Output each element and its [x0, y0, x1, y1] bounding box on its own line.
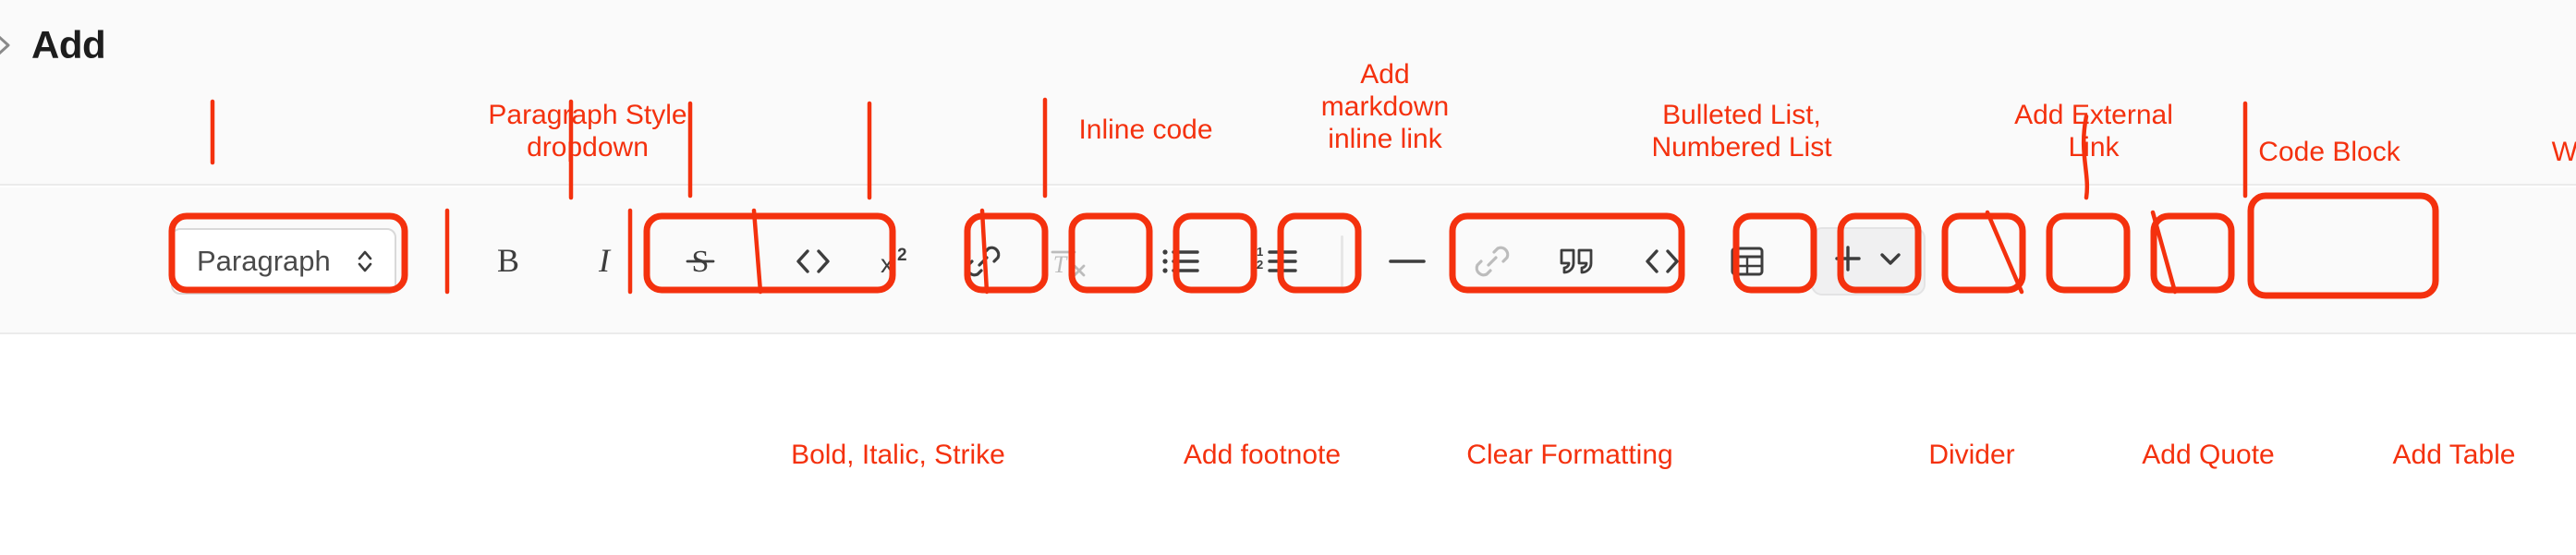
annotation-clear-formatting: Clear Formatting [1466, 440, 1673, 470]
page-title: Add [31, 23, 106, 66]
paragraph-style-select[interactable]: Paragraph [171, 227, 396, 295]
svg-text:2: 2 [1257, 258, 1263, 271]
svg-text:2: 2 [897, 246, 907, 265]
chevron-right-icon[interactable] [0, 31, 17, 59]
clear-formatting-button[interactable]: T [1036, 229, 1100, 294]
annotation-add-quote: Add Quote [2142, 440, 2275, 470]
breadcrumb: Add [0, 23, 106, 66]
widget-menu-button[interactable] [1811, 226, 1926, 296]
svg-text:x: x [881, 249, 893, 278]
chevron-down-icon [1877, 248, 1904, 273]
editor-toolbar: Paragraph B I [0, 187, 2576, 334]
svg-text:I: I [598, 243, 612, 279]
quote-button[interactable] [1545, 229, 1610, 294]
inline-code-button[interactable] [781, 229, 845, 294]
annotation-add-table: Add Table [2392, 440, 2516, 470]
numbered-list-button[interactable]: 1 2 [1245, 229, 1309, 294]
code-block-button[interactable] [1630, 229, 1695, 294]
plus-icon [1832, 243, 1864, 279]
italic-button[interactable]: I [572, 229, 637, 294]
svg-text:B: B [497, 243, 519, 279]
external-link-button[interactable] [1460, 229, 1525, 294]
footnote-button[interactable]: x 2 [866, 229, 930, 294]
page-header: Add [0, 0, 2576, 186]
annotation-divider: Divider [1928, 440, 2015, 470]
bold-button[interactable]: B [476, 229, 541, 294]
divider-button[interactable] [1375, 229, 1440, 294]
inline-link-button[interactable] [951, 229, 1015, 294]
paragraph-style-value: Paragraph [197, 244, 331, 277]
svg-text:1: 1 [1257, 246, 1263, 259]
table-button[interactable] [1715, 229, 1780, 294]
toolbar-divider [1341, 235, 1343, 287]
svg-text:T: T [1053, 251, 1068, 278]
chevron-up-down-icon [354, 246, 376, 277]
list-group: 1 2 [1148, 229, 1309, 294]
text-format-group: B I S [476, 229, 733, 294]
bulleted-list-button[interactable] [1148, 229, 1213, 294]
strikethrough-button[interactable]: S [668, 229, 733, 294]
annotation-add-footnote: Add footnote [1183, 440, 1342, 470]
annotation-bold-italic-strike: Bold, Italic, Strike [791, 440, 1005, 470]
